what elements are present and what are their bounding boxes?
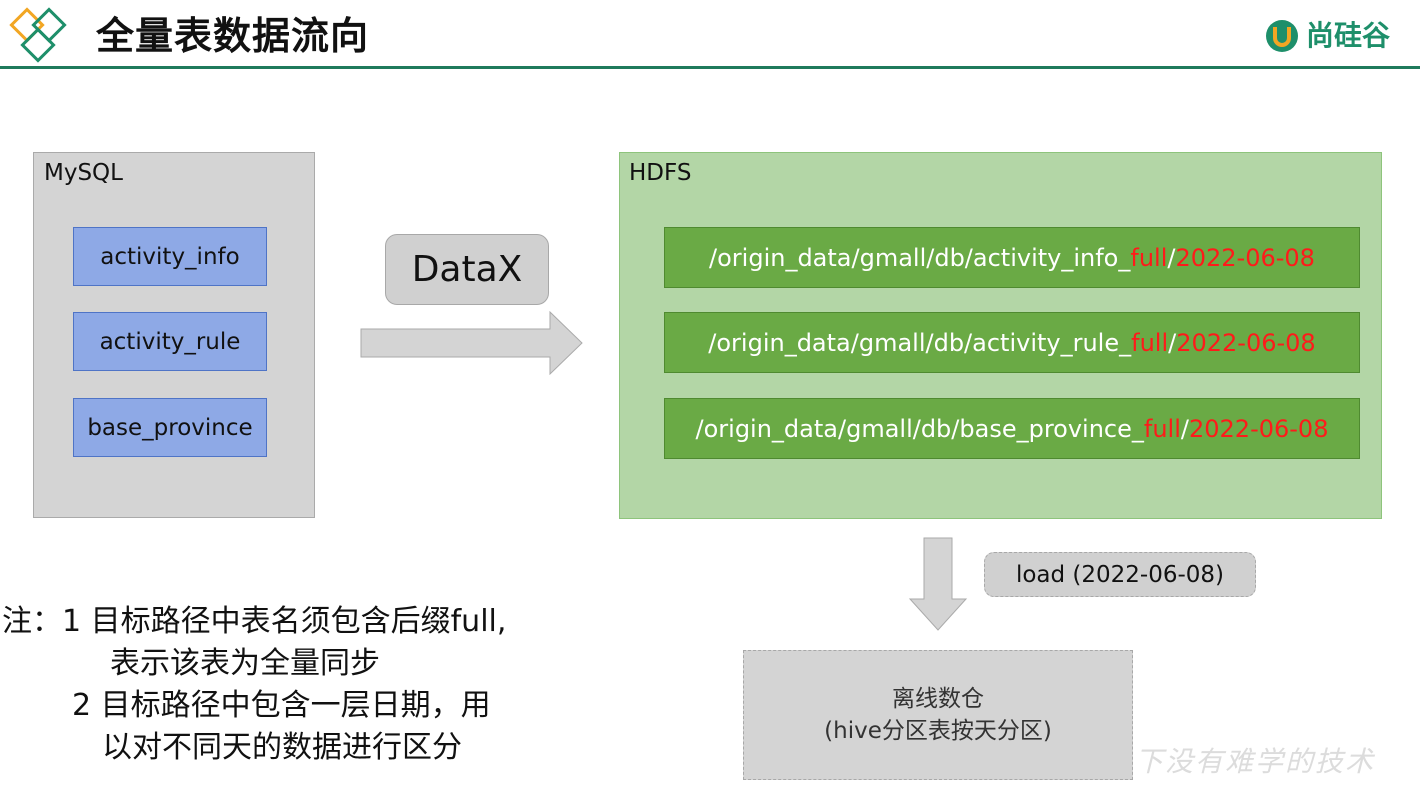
right-arrow-icon (360, 311, 583, 375)
mysql-table-activity-rule: activity_rule (73, 312, 267, 371)
path-prefix: /origin_data/gmall/db/activity_info_ (709, 243, 1131, 272)
load-label: load (2022-06-08) (984, 552, 1256, 597)
hdfs-path-activity-info: /origin_data/gmall/db/activity_info_full… (664, 227, 1360, 288)
brand-logo: 尚硅谷 (1264, 18, 1390, 54)
hdfs-path-activity-rule: /origin_data/gmall/db/activity_rule_full… (664, 312, 1360, 373)
path-suffix: full (1130, 243, 1168, 272)
path-date: 2022-06-08 (1176, 328, 1316, 357)
path-suffix: full (1131, 328, 1169, 357)
offline-warehouse: 离线数仓 (hive分区表按天分区) (743, 650, 1133, 780)
brand-name: 尚硅谷 (1305, 19, 1390, 52)
hdfs-label: HDFS (629, 160, 692, 186)
mysql-table-base-province: base_province (73, 398, 267, 457)
path-date: 2022-06-08 (1175, 243, 1315, 272)
brand-mark-icon (1265, 20, 1298, 52)
note-line-2: 表示该表为全量同步 (110, 646, 380, 681)
logo-diamonds-icon (9, 7, 67, 63)
note-line-3: 2 目标路径中包含一层日期，用 (72, 688, 491, 723)
watermark: 下没有难学的技术 (1135, 745, 1376, 778)
page-title: 全量表数据流向 (96, 14, 370, 58)
warehouse-subtitle: (hive分区表按天分区) (824, 718, 1052, 744)
path-separator: / (1167, 243, 1176, 272)
path-date: 2022-06-08 (1188, 414, 1329, 443)
down-arrow-icon (908, 537, 968, 631)
path-prefix: /origin_data/gmall/db/activity_rule_ (708, 328, 1132, 357)
mysql-label: MySQL (44, 160, 123, 186)
note-line-1: 注：1 目标路径中表名须包含后缀full, (2, 604, 507, 639)
datax-label: DataX (385, 234, 549, 305)
path-separator: / (1180, 414, 1189, 443)
note-line-4: 以对不同天的数据进行区分 (102, 730, 462, 765)
hdfs-path-base-province: /origin_data/gmall/db/base_province_full… (664, 398, 1360, 459)
header-divider (0, 66, 1420, 69)
path-prefix: /origin_data/gmall/db/base_province_ (695, 414, 1144, 443)
path-separator: / (1168, 328, 1177, 357)
warehouse-title: 离线数仓 (892, 686, 984, 712)
path-suffix: full (1143, 414, 1181, 443)
mysql-table-activity-info: activity_info (73, 227, 267, 286)
